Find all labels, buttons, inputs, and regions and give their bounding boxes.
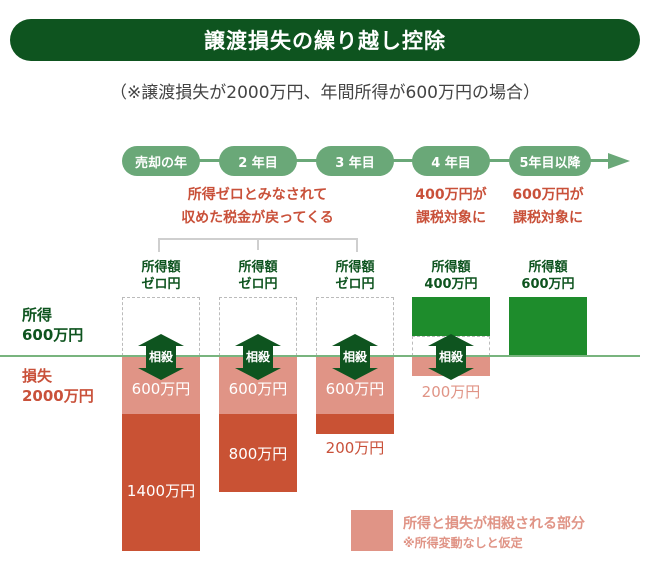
double-arrow-icon xyxy=(235,334,281,380)
income-bar-year4 xyxy=(412,297,490,336)
offset-amount-year2: 600万円 xyxy=(228,380,288,398)
offset-label: 相殺 xyxy=(245,350,270,364)
zero-axis-line xyxy=(0,355,640,357)
income-label: 所得額 xyxy=(335,260,375,275)
income-value: 600万円 xyxy=(521,277,575,292)
remaining-loss-bar-year2 xyxy=(219,414,297,492)
offset-amount-year1: 600万円 xyxy=(131,380,191,398)
offset-badge-year3: 相殺 xyxy=(332,334,378,380)
offset-badge-year1: 相殺 xyxy=(138,334,184,380)
income-label: 所得額 xyxy=(141,260,181,275)
remaining-loss-bar-year1 xyxy=(122,414,200,551)
loss-side-label: 損失 2000万円 xyxy=(22,366,94,406)
year5-note-line1: 600万円が xyxy=(512,187,584,203)
column-label-year5: 所得額 600万円 xyxy=(509,259,587,293)
income-value: ゼロ円 xyxy=(238,277,278,292)
year5-note: 600万円が 課税対象に xyxy=(498,184,598,230)
year4-note-line2: 課税対象に xyxy=(416,210,486,226)
column-label-year1: 所得額 ゼロ円 xyxy=(122,259,200,293)
year4-note: 400万円が 課税対象に xyxy=(401,184,501,230)
offset-label: 相殺 xyxy=(438,350,463,364)
offset-label: 相殺 xyxy=(342,350,367,364)
column-label-year4: 所得額 400万円 xyxy=(412,259,490,293)
income-side-label: 所得 600万円 xyxy=(22,305,83,345)
refund-note-line2: 収めた税金が戻ってくる xyxy=(181,210,334,226)
remaining-loss-year2: 800万円 xyxy=(228,445,288,463)
remaining-loss-bar-year3 xyxy=(316,414,394,434)
column-label-year2: 所得額 ゼロ円 xyxy=(219,259,297,293)
remaining-loss-year3: 200万円 xyxy=(325,439,385,457)
offset-income-box-year1 xyxy=(122,297,200,356)
timeline-step-year4: 4 年目 xyxy=(412,146,490,176)
diagram-title: 譲渡損失の繰り越し控除 xyxy=(10,19,640,61)
offset-badge-year2: 相殺 xyxy=(235,334,281,380)
column-label-year3: 所得額 ゼロ円 xyxy=(316,259,394,293)
legend-label: 所得と損失が相殺される部分 xyxy=(403,516,585,532)
income-title: 所得 xyxy=(22,306,53,324)
income-value: 400万円 xyxy=(424,277,478,292)
double-arrow-icon xyxy=(138,334,184,380)
offset-amount-year4: 200万円 xyxy=(421,383,481,401)
income-bar-year5 xyxy=(509,297,587,355)
offset-label: 相殺 xyxy=(148,350,173,364)
timeline-line xyxy=(190,159,610,162)
refund-bracket-mid xyxy=(257,238,259,250)
timeline-arrow-icon xyxy=(608,153,630,169)
refund-note-line1: 所得ゼロとみなされて xyxy=(187,187,328,203)
timeline-step-year2: 2 年目 xyxy=(219,146,297,176)
remaining-loss-year1: 1400万円 xyxy=(126,482,196,500)
diagram-subtitle: （※譲渡損失が2000万円、年間所得が600万円の場合） xyxy=(110,83,540,103)
year5-note-line2: 課税対象に xyxy=(513,210,583,226)
offset-badge-year4: 相殺 xyxy=(428,334,474,380)
offset-income-box-year2 xyxy=(219,297,297,356)
timeline-step-year5plus: 5年目以降 xyxy=(509,146,591,176)
timeline-step-year3: 3 年目 xyxy=(316,146,394,176)
refund-note: 所得ゼロとみなされて 収めた税金が戻ってくる xyxy=(150,184,365,230)
double-arrow-icon xyxy=(332,334,378,380)
income-label: 所得額 xyxy=(238,260,278,275)
income-value: ゼロ円 xyxy=(335,277,375,292)
legend-note: ※所得変動なしと仮定 xyxy=(403,536,523,550)
double-arrow-icon xyxy=(428,334,474,380)
year4-note-line1: 400万円が xyxy=(415,187,487,203)
income-label: 所得額 xyxy=(528,260,568,275)
loss-title: 損失 xyxy=(22,367,53,385)
timeline-step-year1: 売却の年 xyxy=(122,146,200,176)
income-label: 所得額 xyxy=(431,260,471,275)
loss-amount: 2000万円 xyxy=(22,387,94,405)
legend-swatch xyxy=(351,510,393,551)
income-value: ゼロ円 xyxy=(141,277,181,292)
offset-amount-year3: 600万円 xyxy=(325,380,385,398)
income-amount: 600万円 xyxy=(22,326,84,344)
offset-income-box-year3 xyxy=(316,297,394,356)
